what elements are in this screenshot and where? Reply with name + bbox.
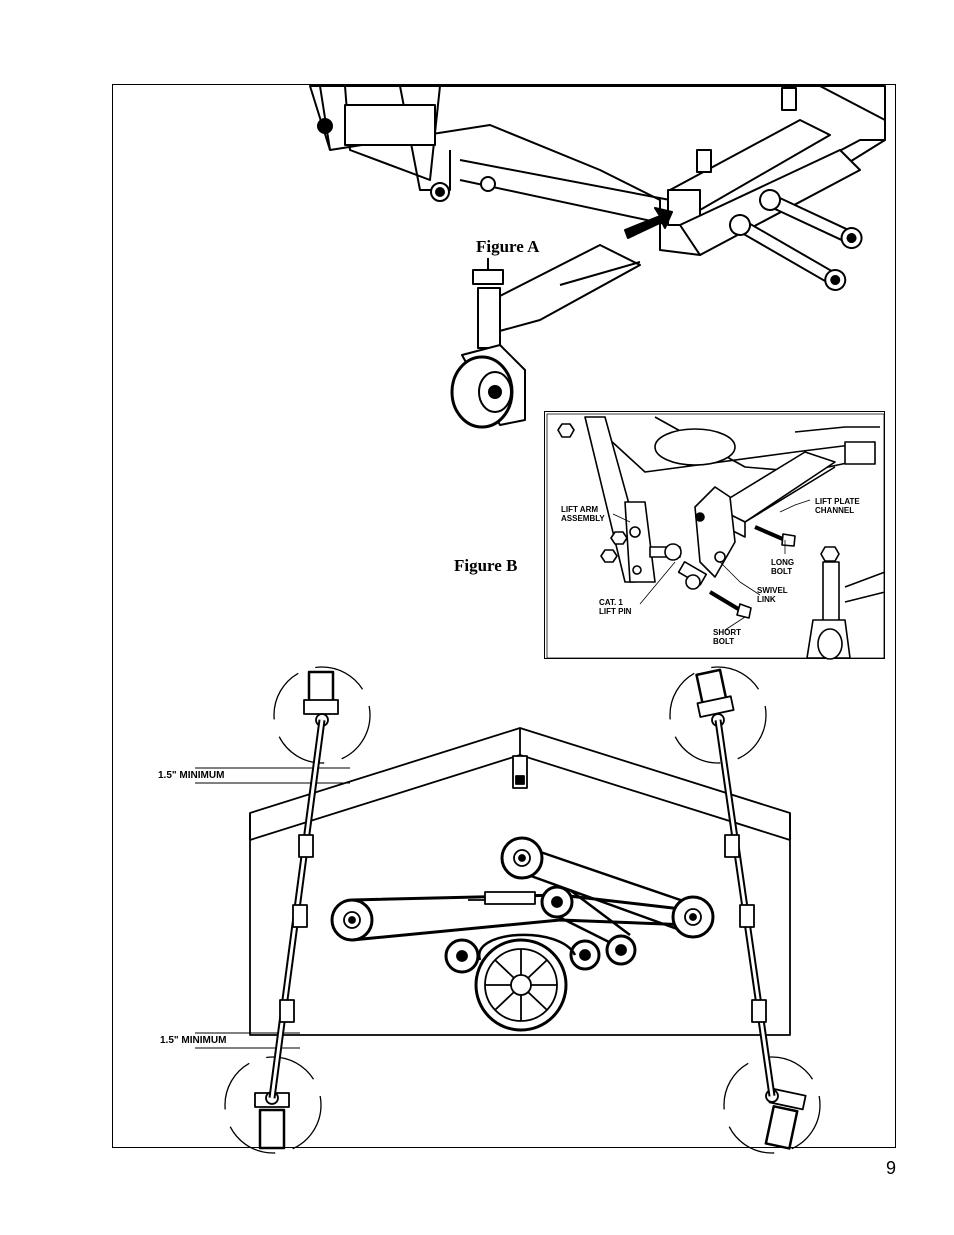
callout-long-bolt: LONG BOLT — [771, 558, 795, 576]
figure-b-label: Figure B — [454, 556, 518, 575]
dimension-bottom-minimum: 1.5" MINIMUM — [160, 1035, 227, 1046]
callout-lift-arm-assembly: LIFT ARM ASSEMBLY — [561, 505, 605, 523]
callout-short-bolt: SHORT BOLT — [713, 628, 741, 646]
page-number: 9 — [885, 1158, 896, 1178]
figure-b-drawing — [546, 413, 886, 660]
callout-cat1-lift-pin: CAT. 1 LIFT PIN — [599, 598, 632, 616]
figure-a-label: Figure A — [476, 237, 540, 256]
callout-lift-plate-channel: LIFT PLATE CHANNEL — [815, 497, 860, 515]
dimension-top-minimum: 1.5" MINIMUM — [158, 770, 225, 781]
page-frame — [112, 84, 896, 1148]
figure-b-inset: LIFT ARM ASSEMBLY LIFT PLATE CHANNEL LON… — [544, 411, 886, 660]
callout-swivel-link: SWIVEL LINK — [757, 586, 788, 604]
